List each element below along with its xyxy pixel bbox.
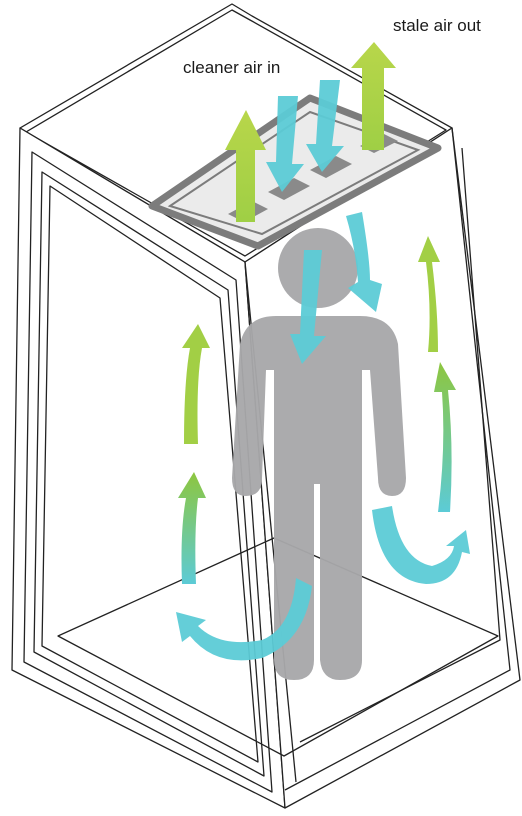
cleaner-air-in-label: cleaner air in bbox=[183, 58, 280, 78]
stale-air-out-label: stale air out bbox=[393, 16, 481, 36]
